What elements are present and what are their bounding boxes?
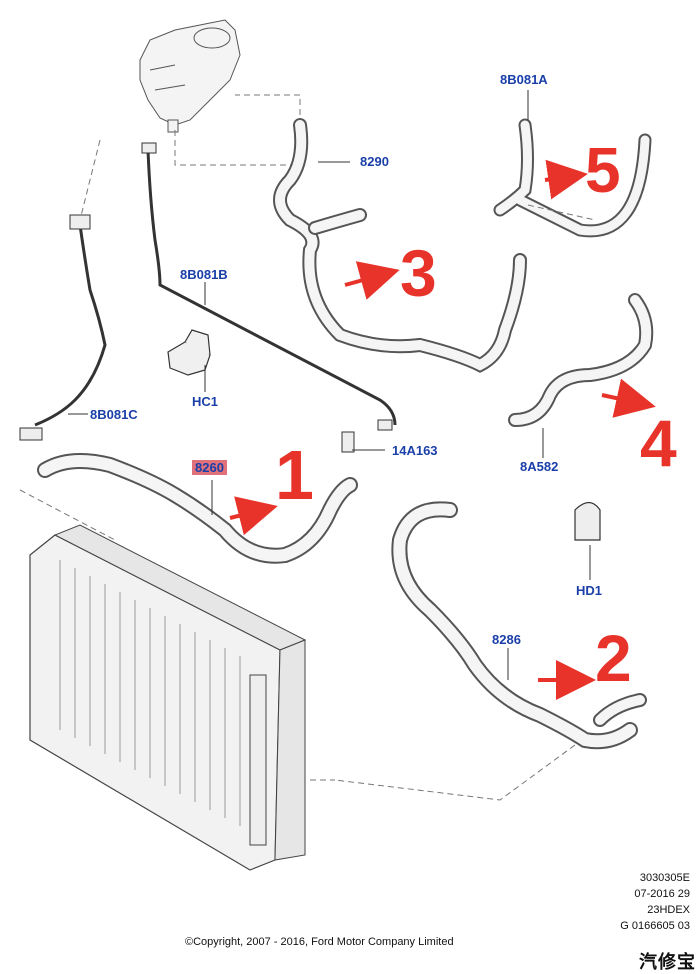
line-8b081c-top-connector	[69, 214, 91, 230]
label-hc1: HC1	[192, 394, 219, 409]
clip-hc1	[167, 329, 211, 376]
callout-1: 1	[275, 436, 314, 514]
radiator	[29, 524, 307, 871]
reference-line-4: G 0166605 03	[620, 920, 690, 932]
reference-line-2: 07-2016 29	[634, 888, 690, 900]
line-8b081b-end	[377, 419, 393, 431]
label-8b081c: 8B081C	[90, 407, 138, 422]
label-8a582: 8A582	[520, 459, 559, 474]
arrow-4	[601, 378, 656, 418]
hose-8260-guide	[19, 489, 116, 541]
clamp-hd1	[574, 501, 601, 541]
callout-4: 4	[640, 406, 677, 480]
arrow-5	[544, 159, 588, 200]
arrow-3	[344, 261, 400, 300]
watermark: 汽修宝	[639, 952, 696, 973]
label-8260: 8260	[192, 460, 227, 475]
label-8286: 8286	[492, 632, 521, 647]
line-8b081c-bottom-connector	[19, 427, 43, 441]
bracket-14a163	[341, 431, 355, 453]
line-8b081c	[34, 224, 107, 427]
reference-block: 3030305E 07-2016 29 23HDEX G 0166605 03	[620, 870, 690, 934]
reference-line-3: 23HDEX	[647, 904, 690, 916]
label-hd1: HD1	[576, 583, 603, 598]
label-8b081b: 8B081B	[180, 267, 228, 282]
copyright-notice: ©Copyright, 2007 - 2016, Ford Motor Comp…	[185, 936, 454, 948]
leader-lines	[68, 90, 591, 680]
arrow-1	[229, 496, 278, 536]
callout-arrows	[229, 159, 656, 700]
callout-2: 2	[595, 621, 632, 695]
hose-8286-guide	[334, 744, 576, 801]
line-8b081c-guide	[79, 139, 101, 221]
radiator-tank-tube	[249, 674, 267, 846]
reference-line-1: 3030305E	[639, 872, 690, 884]
callout-3: 3	[400, 236, 437, 310]
expansion-tank	[139, 19, 241, 133]
hose-8b081a-guide	[527, 204, 596, 221]
radiator-fins	[59, 560, 241, 826]
label-8290: 8290	[360, 154, 389, 169]
callout-5: 5	[585, 134, 621, 206]
line-8b081b-connector	[141, 142, 157, 154]
line-8b081b	[146, 149, 397, 426]
label-8b081a: 8B081A	[500, 72, 548, 87]
label-14a163: 14A163	[392, 443, 438, 458]
